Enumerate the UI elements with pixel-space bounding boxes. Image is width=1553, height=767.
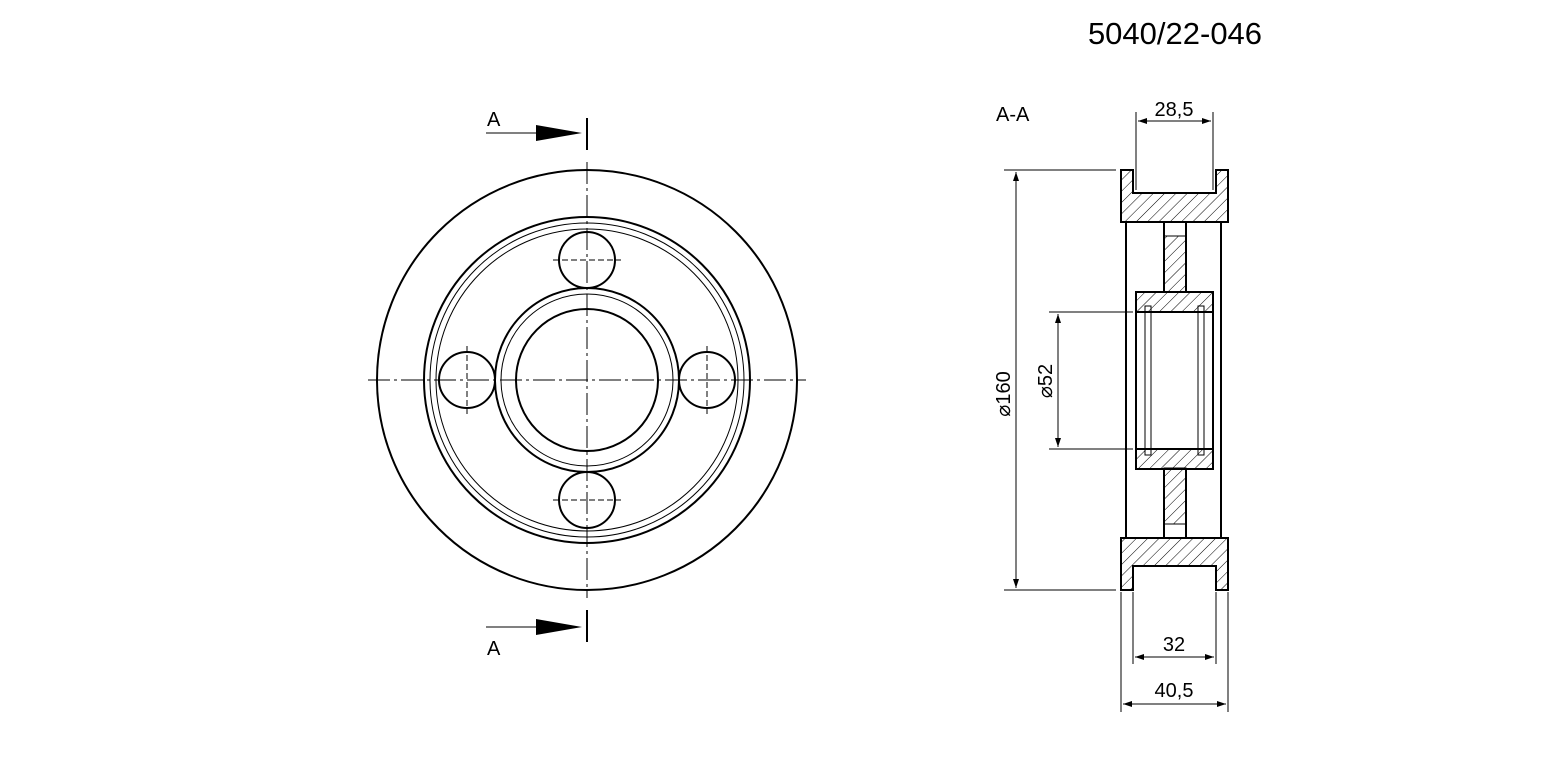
dim-label-285: 28,5 xyxy=(1155,99,1194,121)
bolt-hole-centerlines xyxy=(466,259,708,501)
cut-arrow-top-head xyxy=(536,125,582,141)
boss-top xyxy=(1163,235,1187,293)
hub-section-top xyxy=(1135,291,1214,313)
dim-label-405: 40,5 xyxy=(1155,680,1194,702)
section-label: A-A xyxy=(996,104,1030,126)
cut-label-top: A xyxy=(487,109,501,131)
cut-arrow-bottom-head xyxy=(536,619,582,635)
rim-section-top xyxy=(1120,169,1229,223)
dim-label-52: ⌀52 xyxy=(1035,364,1057,398)
drawing-number: 5040/22-046 xyxy=(1088,16,1262,51)
cut-label-bottom: A xyxy=(487,638,501,660)
front-view: A A xyxy=(368,109,806,660)
boss-bottom xyxy=(1163,467,1187,525)
hub-section-bottom xyxy=(1135,448,1214,470)
rim-section-bottom xyxy=(1120,537,1229,591)
dim-label-160: ⌀160 xyxy=(993,371,1015,416)
dim-label-32: 32 xyxy=(1163,634,1185,656)
bore-section xyxy=(1135,305,1214,456)
section-view: A-A ⌀160 xyxy=(993,99,1229,712)
